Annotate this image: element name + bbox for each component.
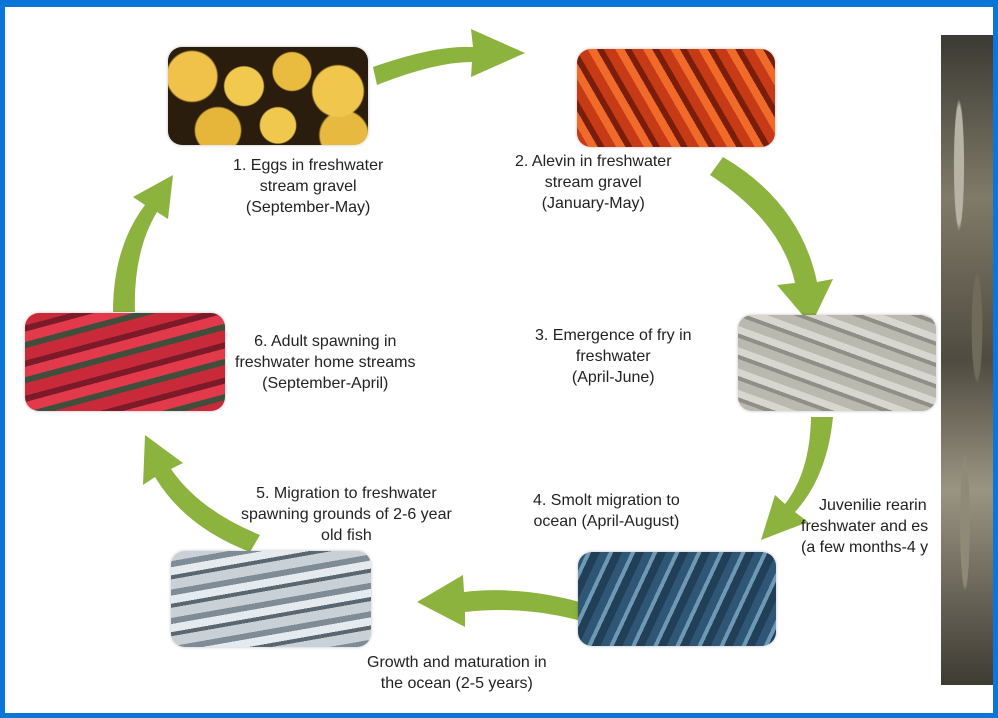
stage-fry-line-1: 3. Emergence of fry in [535,325,692,346]
arrow-adult-to-eggs [113,175,173,312]
stage-fry-label: 3. Emergence of fry in freshwater (April… [535,325,692,388]
juvenile-note: Juvenilie rearin freshwater and es (a fe… [801,495,928,558]
growth-note-line-2: the ocean (2-5 years) [367,673,547,694]
stage-adult-label: 6. Adult spawning in freshwater home str… [235,331,416,394]
stage-fry-line-3: (April-June) [535,367,692,388]
stage-fry-line-2: freshwater [535,346,692,367]
stage-alevin-line-1: 2. Alevin in freshwater [515,151,672,172]
arrow-alevin-to-fry [710,157,833,325]
juvenile-note-line-2: freshwater and es [801,516,928,537]
stage-eggs-line-2: stream gravel [233,176,383,197]
juvenile-note-line-1: Juvenilie rearin [801,495,928,516]
ocean-fish-photo [171,551,371,647]
smolt-photo [578,552,776,646]
stage-migration-line-1: 5. Migration to freshwater [241,483,452,504]
stage-alevin-line-2: stream gravel [515,172,672,193]
growth-note: Growth and maturation in the ocean (2-5 … [367,652,547,694]
growth-note-line-1: Growth and maturation in [367,652,547,673]
stage-smolt-line-1: 4. Smolt migration to [533,490,680,511]
arrow-smolt-to-migration [417,575,590,627]
stage-migration-label: 5. Migration to freshwater spawning grou… [241,483,452,546]
stage-eggs-label: 1. Eggs in freshwater stream gravel (Sep… [233,155,383,218]
stage-adult-line-2: freshwater home streams [235,352,416,373]
diagram-frame: 1. Eggs in freshwater stream gravel (Sep… [5,7,993,713]
stage-smolt-label: 4. Smolt migration to ocean (April-Augus… [533,490,680,532]
stage-alevin-line-3: (January-May) [515,193,672,214]
juvenile-note-line-3: (a few months-4 y [801,537,928,558]
stage-alevin-label: 2. Alevin in freshwater stream gravel (J… [515,151,672,214]
stage-migration-line-3: old fish [241,525,452,546]
stream-photo [941,35,993,685]
stage-adult-line-1: 6. Adult spawning in [235,331,416,352]
arrow-eggs-to-alevin [373,29,525,85]
eggs-photo [168,47,368,145]
stage-migration-line-2: spawning grounds of 2-6 year [241,504,452,525]
adult-salmon-photo [25,313,225,411]
alevin-photo [577,49,775,147]
stage-eggs-line-3: (September-May) [233,197,383,218]
stage-smolt-line-2: ocean (April-August) [533,511,680,532]
stage-adult-line-3: (September-April) [235,373,416,394]
stage-eggs-line-1: 1. Eggs in freshwater [233,155,383,176]
fry-photo [738,315,936,411]
